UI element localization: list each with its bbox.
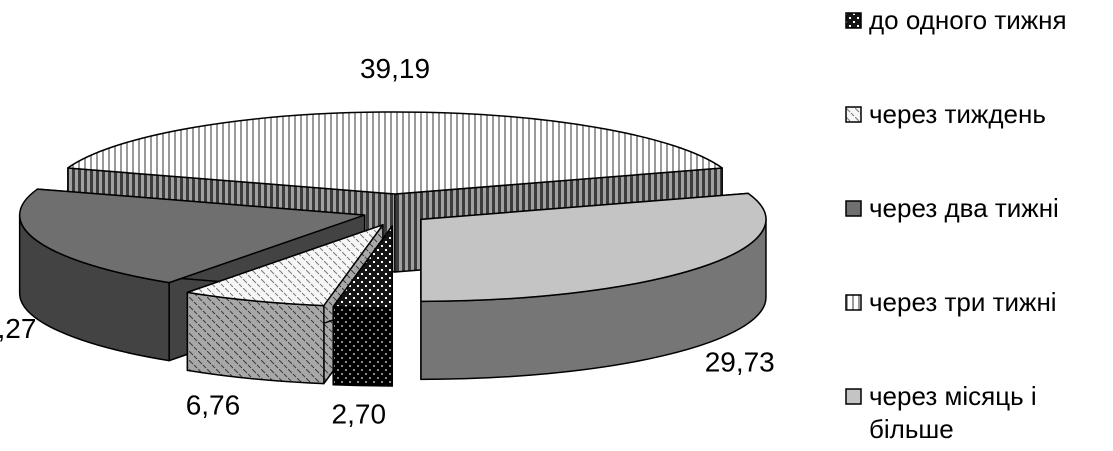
legend-label-4: через три тижні <box>869 287 1057 317</box>
value-labels-layer: 2,70 6,76 20,27 39,19 29,73 <box>0 53 775 430</box>
legend-label-5-line-2: більше <box>869 414 954 444</box>
legend-label-5: через місяць і <box>869 381 1037 411</box>
legend-item-2: через тиждень <box>845 99 1046 129</box>
value-label-2: 6,76 <box>186 390 241 421</box>
legend-item-4: через три тижні <box>845 287 1057 317</box>
value-label-4: 39,19 <box>360 53 430 84</box>
pie-slice-2-side <box>186 291 325 385</box>
value-label-5: 29,73 <box>705 347 775 378</box>
pie-slice-5-top <box>420 192 767 303</box>
pie-slice-1 <box>332 225 394 387</box>
legend-swatch-5 <box>845 388 862 405</box>
legend-swatch-4 <box>845 294 862 311</box>
legend-label-3: через два тижні <box>869 193 1059 223</box>
pie-slice-3-top <box>18 188 366 284</box>
legend-swatch-2 <box>845 106 862 123</box>
slices-layer <box>18 111 767 387</box>
value-label-1: 2,70 <box>332 399 387 430</box>
pie-slice-1-top <box>332 225 394 309</box>
value-label-3: 20,27 <box>0 313 36 344</box>
legend-label-2: через тиждень <box>869 99 1046 129</box>
legend-item-1: до одного тижня <box>845 5 1067 35</box>
legend: до одного тижня через тиждень через два ти… <box>845 5 1067 444</box>
legend-item-3: через два тижні <box>845 193 1059 223</box>
pie-slice-5 <box>420 192 767 381</box>
legend-swatch-3 <box>845 200 862 217</box>
legend-swatch-1 <box>845 12 862 29</box>
legend-label-1: до одного тижня <box>869 5 1067 35</box>
pie-slice-1-side <box>332 305 394 387</box>
pie-slice-2-top <box>186 224 384 307</box>
pie-slice-4-top <box>67 111 723 195</box>
